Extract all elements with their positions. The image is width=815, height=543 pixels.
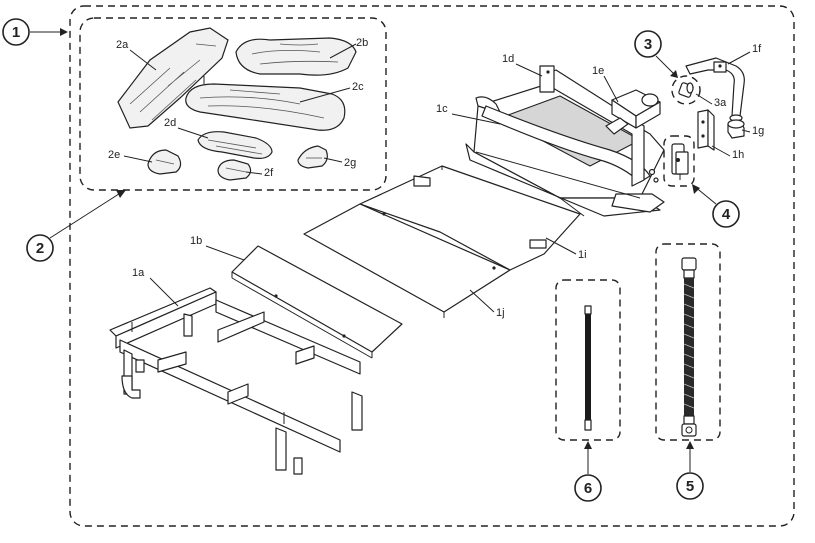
pilot-group — [663, 135, 695, 187]
flex-hose — [681, 257, 697, 437]
label-2d: 2d — [164, 117, 176, 129]
label-1a: 1a — [132, 267, 145, 279]
bracket-1h — [697, 109, 715, 151]
grate-1a — [109, 287, 363, 475]
log-2b — [235, 37, 357, 76]
label-1i: 1i — [578, 249, 587, 261]
label-2c: 2c — [352, 81, 364, 93]
burner-pan-1c — [465, 79, 665, 217]
label-1j: 1j — [496, 307, 505, 319]
log-2f — [217, 159, 252, 181]
log-2g — [297, 145, 328, 169]
assembly-boundary — [69, 5, 795, 527]
igniter-rod-group — [555, 279, 621, 441]
label-1f: 1f — [752, 43, 762, 55]
fitting-3a — [678, 82, 694, 98]
label-1h: 1h — [732, 149, 744, 161]
label-2g: 2g — [344, 157, 356, 169]
orifice-1g — [727, 119, 745, 139]
label-1c: 1c — [436, 103, 448, 115]
callout-3: 3 — [634, 30, 678, 78]
label-1e: 1e — [592, 65, 604, 77]
callout-2-text: 2 — [36, 240, 44, 257]
top-plate-1i — [359, 165, 581, 271]
ember-plate-1b — [231, 245, 403, 359]
log-2c — [185, 76, 346, 131]
label-1g: 1g — [752, 125, 764, 137]
log-2a — [117, 27, 229, 129]
callout-5-text: 5 — [686, 478, 694, 495]
callout-4: 4 — [692, 184, 740, 228]
callout-4-text: 4 — [722, 206, 731, 223]
label-1b: 1b — [190, 235, 202, 247]
callout-1-text: 1 — [12, 24, 20, 41]
pilot-small-parts — [648, 168, 659, 183]
label-2b: 2b — [356, 37, 368, 49]
pilot-assembly — [671, 143, 689, 180]
hose-kit-group — [655, 243, 721, 441]
callout-6-text: 6 — [584, 480, 592, 497]
label-2f: 2f — [264, 167, 274, 179]
callout-1: 1 — [2, 18, 68, 46]
log-2e — [147, 149, 182, 175]
label-1d: 1d — [502, 53, 514, 65]
log-set-group — [79, 17, 387, 191]
valve-1e — [605, 89, 661, 135]
top-plate-1j — [303, 203, 511, 318]
callout-3-text: 3 — [644, 36, 652, 53]
label-2a: 2a — [116, 39, 129, 51]
log-2d — [197, 131, 273, 159]
callout-5: 5 — [676, 441, 704, 500]
label-2e: 2e — [108, 149, 120, 161]
igniter-rod — [584, 305, 592, 431]
callout-2: 2 — [26, 190, 126, 262]
gas-pipe-1f — [685, 57, 745, 122]
label-3a: 3a — [714, 97, 727, 109]
fitting-group — [671, 75, 701, 105]
callout-6: 6 — [574, 441, 602, 502]
